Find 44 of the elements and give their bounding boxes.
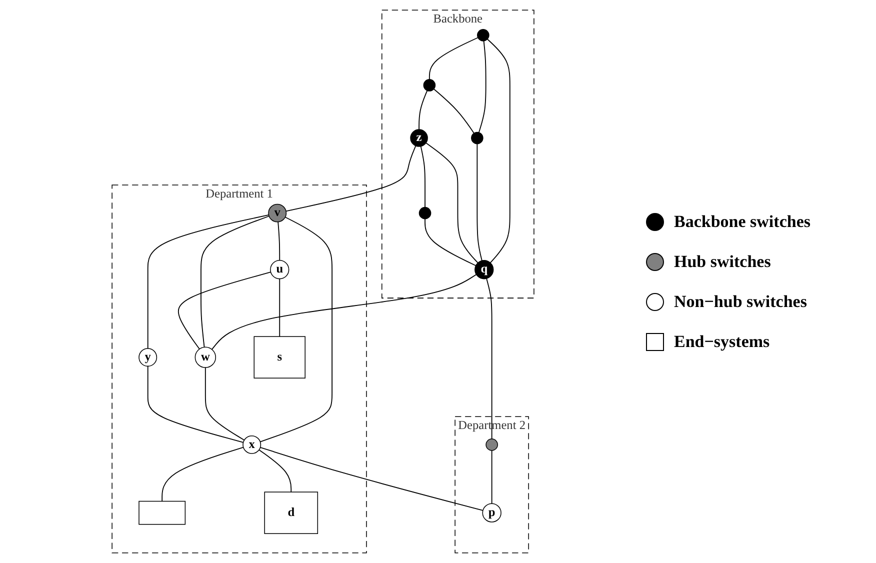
node-box: d: [264, 492, 318, 534]
node-circle: [471, 132, 484, 144]
node-circle: p: [482, 503, 502, 522]
connector: [147, 366, 244, 443]
connector: [204, 367, 245, 441]
node-circle: [486, 438, 498, 451]
legend-label: Non−hub switches: [674, 292, 807, 312]
node-circle: [477, 29, 490, 42]
node-circle: y: [138, 348, 158, 367]
node-circle: u: [270, 260, 290, 280]
connector: [178, 272, 272, 350]
node-circle: [418, 206, 432, 220]
node-circle: z: [410, 129, 428, 147]
connector: [418, 90, 428, 130]
legend-label: Hub switches: [674, 252, 771, 272]
node-circle: v: [268, 204, 287, 222]
node-box: [138, 500, 186, 525]
connector: [478, 40, 486, 133]
legend-label: Backbone switches: [674, 212, 810, 232]
connector: [278, 221, 280, 261]
connector: [279, 278, 280, 337]
connector: [147, 214, 270, 349]
connector: [260, 216, 333, 442]
connector: [260, 446, 484, 511]
connector: [162, 446, 244, 502]
connector: [428, 37, 478, 80]
connector: [286, 145, 416, 212]
node-circle: q: [474, 260, 494, 280]
legend-label: End−systems: [674, 332, 770, 352]
node-circle: x: [242, 435, 262, 454]
connector: [424, 218, 476, 266]
connector: [476, 143, 482, 262]
connector: [491, 450, 492, 504]
node-box: s: [254, 336, 306, 378]
connector: [258, 449, 292, 492]
connector: [433, 88, 474, 134]
connector: [425, 142, 478, 264]
node-circle: [423, 79, 436, 92]
connector: [420, 146, 426, 208]
connector: [486, 38, 510, 264]
connector: [200, 216, 270, 348]
node-circle: w: [194, 346, 216, 368]
connector: [211, 274, 477, 350]
connector: [486, 278, 492, 440]
